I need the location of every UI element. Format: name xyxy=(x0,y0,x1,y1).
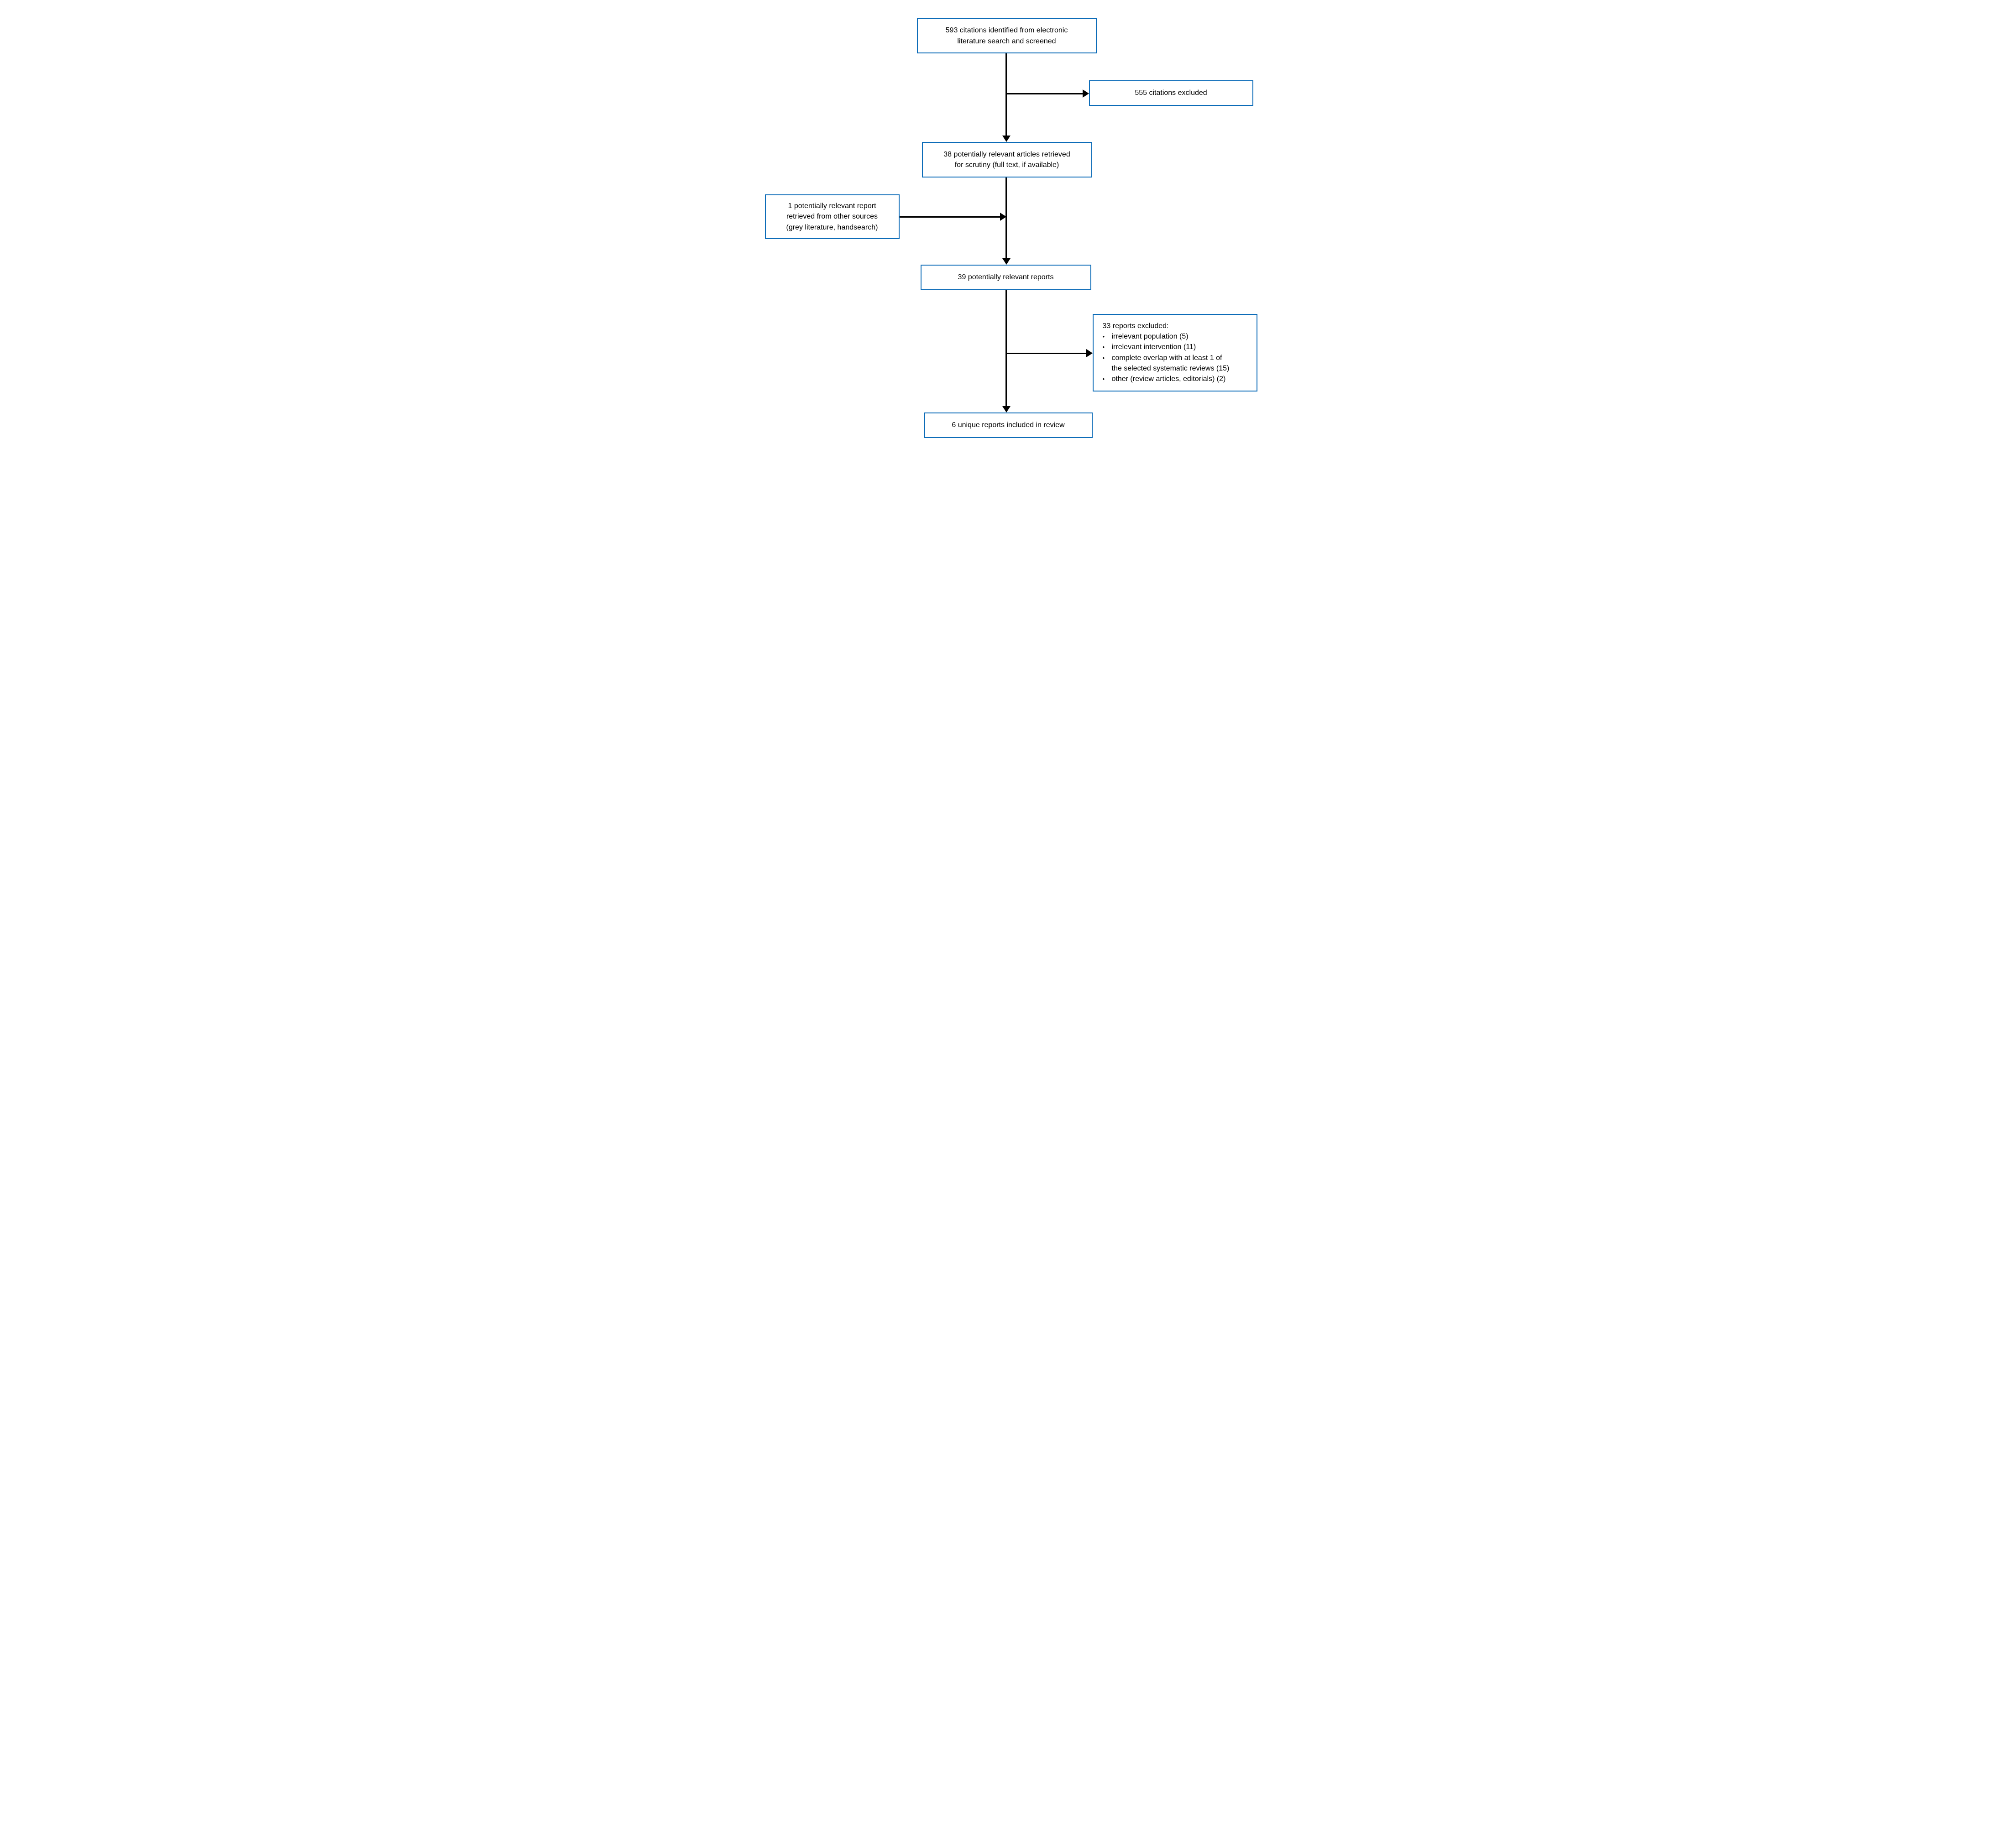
box-other-sources: 1 potentially relevant report retrieved … xyxy=(765,194,900,239)
bullet-icon: • xyxy=(1102,375,1105,382)
box-relevant-reports: 39 potentially relevant reports xyxy=(920,265,1091,290)
reports-excluded-list: • irrelevant population (5) • irrelevant… xyxy=(1103,331,1251,384)
branch-line-reports-excluded xyxy=(1006,353,1086,354)
list-item: • other (review articles, editorials) (2… xyxy=(1103,374,1251,384)
list-item: • irrelevant population (5) xyxy=(1103,331,1251,342)
prisma-flow-diagram: 593 citations identified from electronic… xyxy=(756,0,1260,457)
box-citations-excluded: 555 citations excluded xyxy=(1089,80,1253,106)
arrowhead-down-icon xyxy=(1002,258,1011,265)
box-articles-retrieved: 38 potentially relevant articles retriev… xyxy=(922,142,1092,177)
arrowhead-right-icon xyxy=(1082,89,1089,98)
reports-excluded-title: 33 reports excluded: xyxy=(1102,322,1169,330)
arrowhead-down-icon xyxy=(1002,406,1011,412)
box-reports-excluded: 33 reports excluded: • irrelevant popula… xyxy=(1092,314,1257,392)
box-included: 6 unique reports included in review xyxy=(924,412,1093,438)
bullet-icon: • xyxy=(1102,354,1105,361)
list-item: • irrelevant intervention (11) xyxy=(1103,342,1251,352)
branch-line-citations-excluded xyxy=(1006,93,1083,94)
flow-line-reports-to-included xyxy=(1005,290,1007,406)
list-item-label: other (review articles, editorials) (2) xyxy=(1111,375,1226,383)
arrowhead-right-icon xyxy=(1000,213,1006,221)
box-citations-identified: 593 citations identified from electronic… xyxy=(916,18,1097,53)
flow-line-screened-to-retrieved xyxy=(1005,53,1007,136)
arrowhead-right-icon xyxy=(1086,349,1093,357)
list-item-label: irrelevant population (5) xyxy=(1111,333,1189,341)
arrowhead-down-icon xyxy=(1002,136,1011,142)
bullet-icon: • xyxy=(1102,333,1105,340)
list-item-label: complete overlap with at least 1 of the … xyxy=(1111,354,1230,372)
list-item: • complete overlap with at least 1 of th… xyxy=(1103,353,1251,374)
list-item-label: irrelevant intervention (11) xyxy=(1111,343,1196,351)
branch-line-other-sources xyxy=(899,216,1000,218)
bullet-icon: • xyxy=(1102,344,1105,351)
